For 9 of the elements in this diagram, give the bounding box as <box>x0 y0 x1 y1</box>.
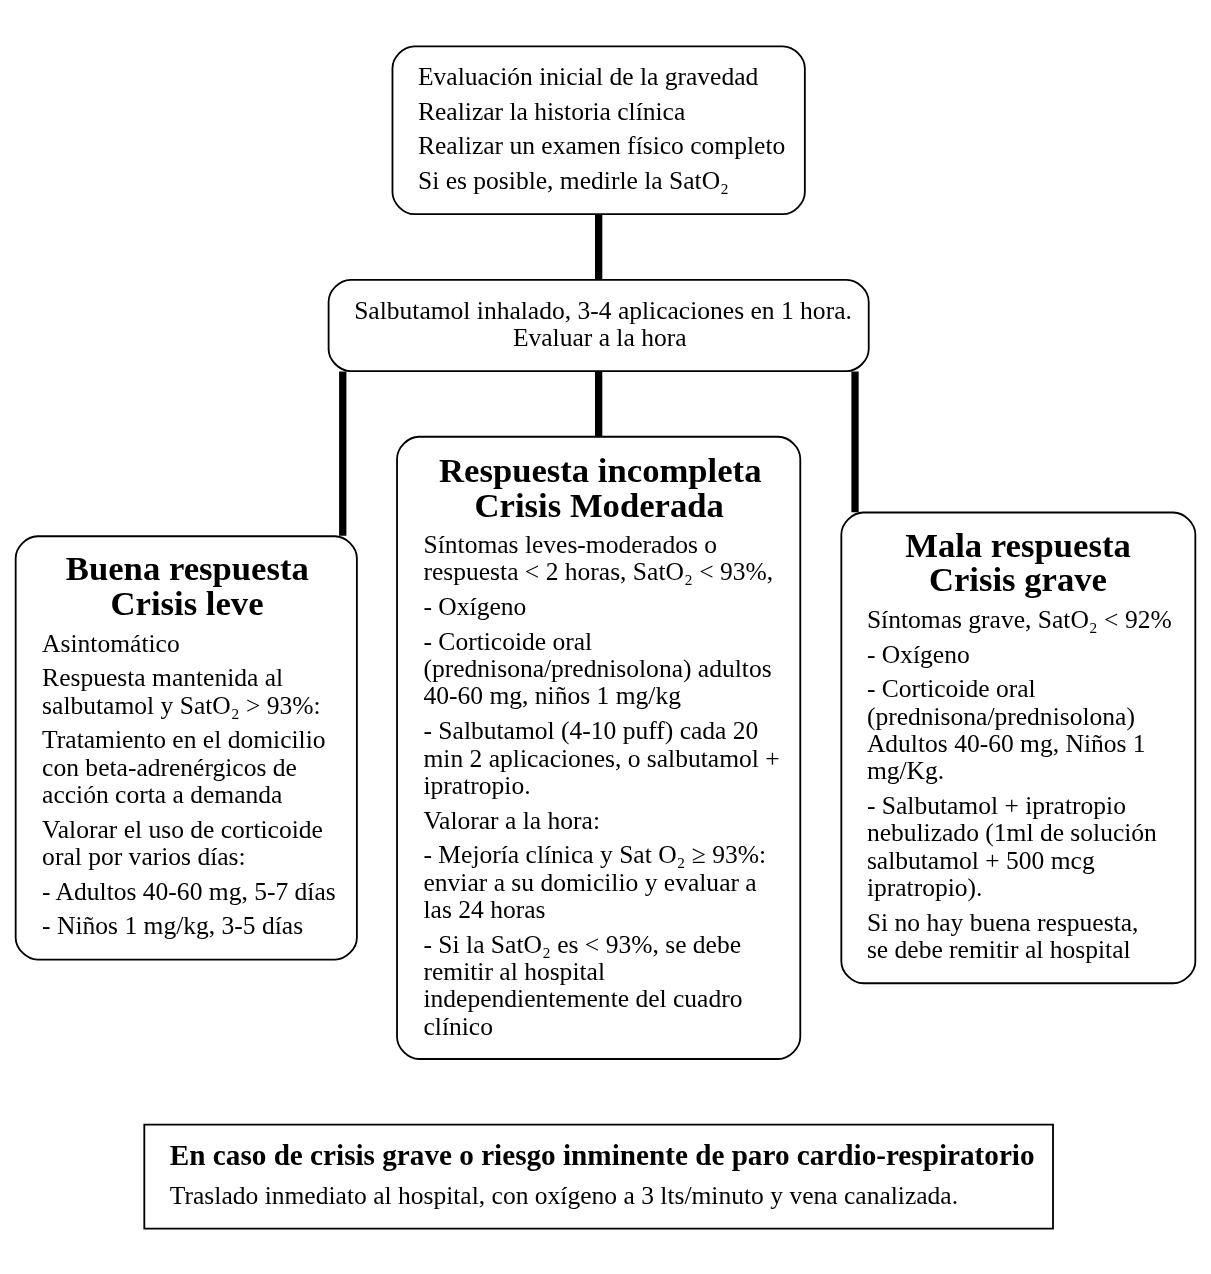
node-box: Respuesta incompleta Crisis Moderada Síntomas leves-moderados o respuesta < 2 horas, SatO₂ < 93%, - Oxígeno - Corticoide oral (prednisona/prednisolona) adultos 40-60 mg, niños 1 mg/kg - Salbutamol (4-10 puff) cada 20 min 2 aplicaciones, o salbutamol + ipratropio. Valorar a la hora: - Mejoría clínica y Sat O₂ ≥ 93%: enviar a su domicilio y evaluar a las 24 horas - Si la SatO₂ es < 93%, se debe remitir al hospital independientemente del cuadro clínico <box>396 435 802 1060</box>
connector <box>595 214 603 280</box>
node-box: Salbutamol inhalado, 3-4 aplicaciones en 1 hora. Evaluar a la hora <box>327 278 870 372</box>
connector <box>851 371 859 512</box>
node-box: Mala respuesta Crisis grave Síntomas grave, SatO₂ < 92% - Oxígeno - Corticoide oral (prednisona/prednisolona) Adultos 40-60 mg, Niños 1 mg/Kg. - Salbutamol + ipratropio nebulizado (1ml de solución salbutamol + 500 mcg ipratropio). Si no hay buena respuesta, se debe remitir al hospital <box>840 511 1197 984</box>
node-box: Evaluación inicial de la gravedad Realizar la historia clínica Realizar un examen físico completo Si es posible, medirle la SatO₂ <box>391 44 806 215</box>
node-box: En caso de crisis grave o riesgo inminente de paro cardio-respiratorio Traslado inmediato al hospital, con oxígeno a 3 lts/minuto y vena canalizada. <box>143 1123 1054 1230</box>
node-box: Buena respuesta Crisis leve Asintomático Respuesta mantenida al salbutamol y SatO₂ > 93%: Tratamiento en el domicilio con beta-adrenérgicos de acción corta a demanda Valorar el uso de corticoide oral por varios días: - Adultos 40-60 mg, 5-7 días - Niños 1 mg/kg, 3-5 días <box>14 534 358 960</box>
connector <box>339 371 347 536</box>
